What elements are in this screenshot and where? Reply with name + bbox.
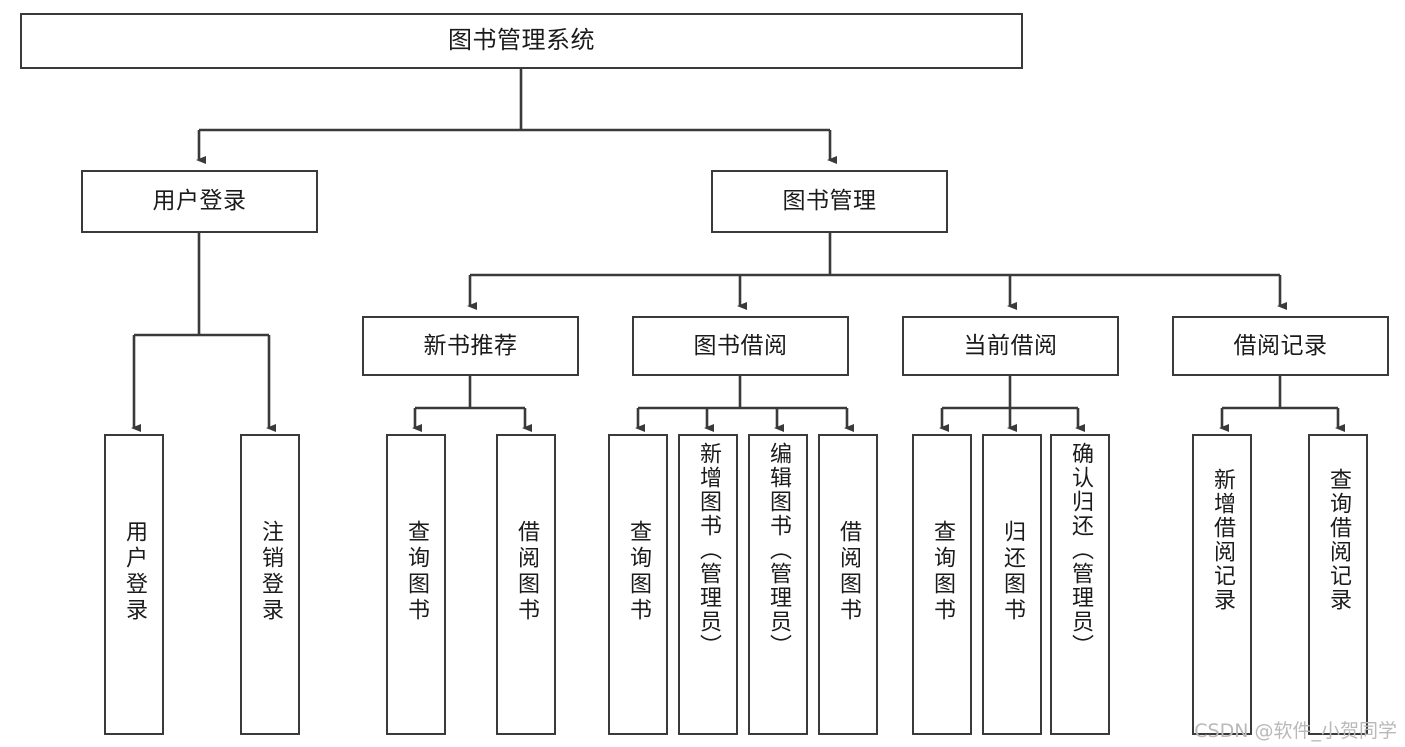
node-label: 归还图书 <box>1000 520 1025 624</box>
node-current-borrow[interactable]: 当前借阅 <box>902 316 1119 376</box>
node-label: 新增借阅记录 <box>1210 468 1235 612</box>
node-new-book-recommend[interactable]: 新书推荐 <box>362 316 579 376</box>
node-label: 图书管理系统 <box>448 26 595 55</box>
leaf-recommend-borrow-book[interactable]: 借阅图书 <box>496 434 556 735</box>
node-user-login[interactable]: 用户登录 <box>81 170 318 233</box>
node-label: 查询图书 <box>930 520 955 624</box>
leaf-current-confirm-return-admin[interactable]: 确认归还（管理员） <box>1050 434 1110 735</box>
leaf-borrow-query-book[interactable]: 查询图书 <box>608 434 668 735</box>
node-label: 图书管理 <box>782 188 877 215</box>
node-label: 用户登录 <box>152 188 247 215</box>
leaf-recommend-query-book[interactable]: 查询图书 <box>386 434 446 735</box>
node-borrow-records[interactable]: 借阅记录 <box>1172 316 1389 376</box>
node-label: 查询图书 <box>404 520 429 624</box>
node-label: 查询借阅记录 <box>1326 468 1351 612</box>
node-book-borrow[interactable]: 图书借阅 <box>632 316 849 376</box>
leaf-records-add-record[interactable]: 新增借阅记录 <box>1192 434 1252 735</box>
leaf-borrow-edit-book-admin[interactable]: 编辑图书（管理员） <box>748 434 808 735</box>
node-label: 注销登录 <box>258 520 283 624</box>
leaf-user-login-signout[interactable]: 注销登录 <box>240 434 300 735</box>
leaf-borrow-add-book-admin[interactable]: 新增图书（管理员） <box>678 434 738 735</box>
node-label: 查询图书 <box>626 520 651 624</box>
node-label: 确认归还（管理员） <box>1068 442 1093 658</box>
node-label: 用户登录 <box>122 520 147 624</box>
csdn-watermark: CSDN @软件_小贺同学 <box>1194 720 1397 742</box>
leaf-current-return-book[interactable]: 归还图书 <box>982 434 1042 735</box>
node-label: 新增图书（管理员） <box>696 442 721 658</box>
leaf-user-login-signin[interactable]: 用户登录 <box>104 434 164 735</box>
node-label: 图书借阅 <box>693 332 788 359</box>
node-label: 借阅图书 <box>836 520 861 624</box>
node-label: 借阅记录 <box>1233 332 1328 359</box>
leaf-current-query-book[interactable]: 查询图书 <box>912 434 972 735</box>
node-label: 编辑图书（管理员） <box>766 442 791 658</box>
leaf-records-query-record[interactable]: 查询借阅记录 <box>1308 434 1368 735</box>
node-label: 借阅图书 <box>514 520 539 624</box>
node-label: 新书推荐 <box>423 332 518 359</box>
leaf-borrow-borrow-book[interactable]: 借阅图书 <box>818 434 878 735</box>
node-book-management[interactable]: 图书管理 <box>711 170 948 233</box>
node-root-system[interactable]: 图书管理系统 <box>20 13 1023 69</box>
node-label: 当前借阅 <box>963 332 1058 359</box>
